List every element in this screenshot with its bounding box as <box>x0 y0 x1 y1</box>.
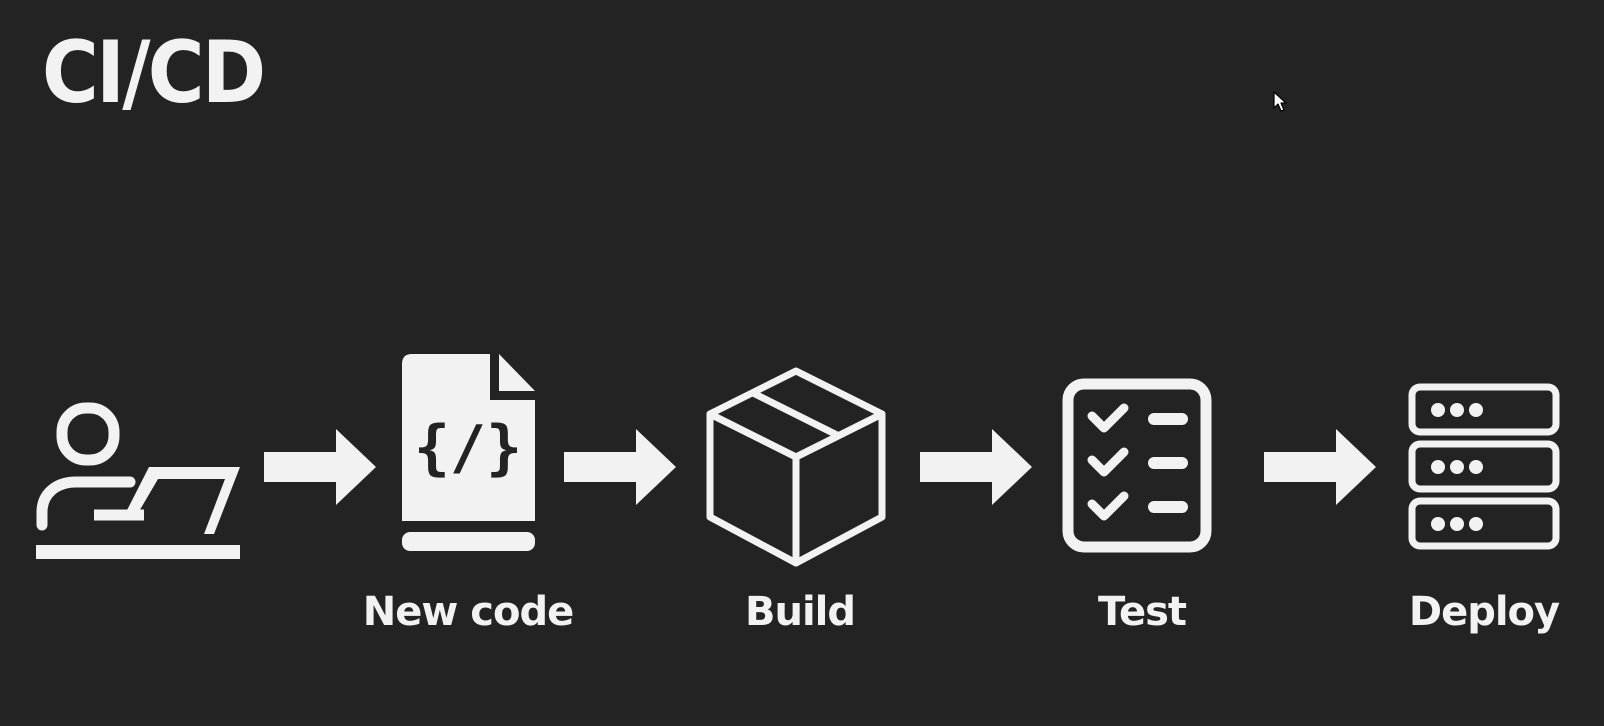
developer-laptop-icon <box>36 402 240 559</box>
step-label-build: Build <box>744 589 856 635</box>
svg-text:{/}: {/} <box>414 413 522 483</box>
checklist-icon <box>1062 378 1212 553</box>
code-file-icon: {/} <box>402 354 535 551</box>
package-box-icon <box>706 367 886 567</box>
arrow-right-icon <box>264 429 376 505</box>
step-label-deploy: Deploy <box>1408 589 1560 635</box>
page-title: CI/CD <box>42 23 266 123</box>
step-label-test: Test <box>1097 589 1187 635</box>
arrow-right-icon <box>1264 429 1376 505</box>
arrow-right-icon <box>564 429 676 505</box>
step-label-new-code: New code <box>362 589 574 635</box>
server-stack-icon <box>1408 383 1560 550</box>
arrow-right-icon <box>920 429 1032 505</box>
mouse-cursor-icon <box>1273 91 1287 112</box>
